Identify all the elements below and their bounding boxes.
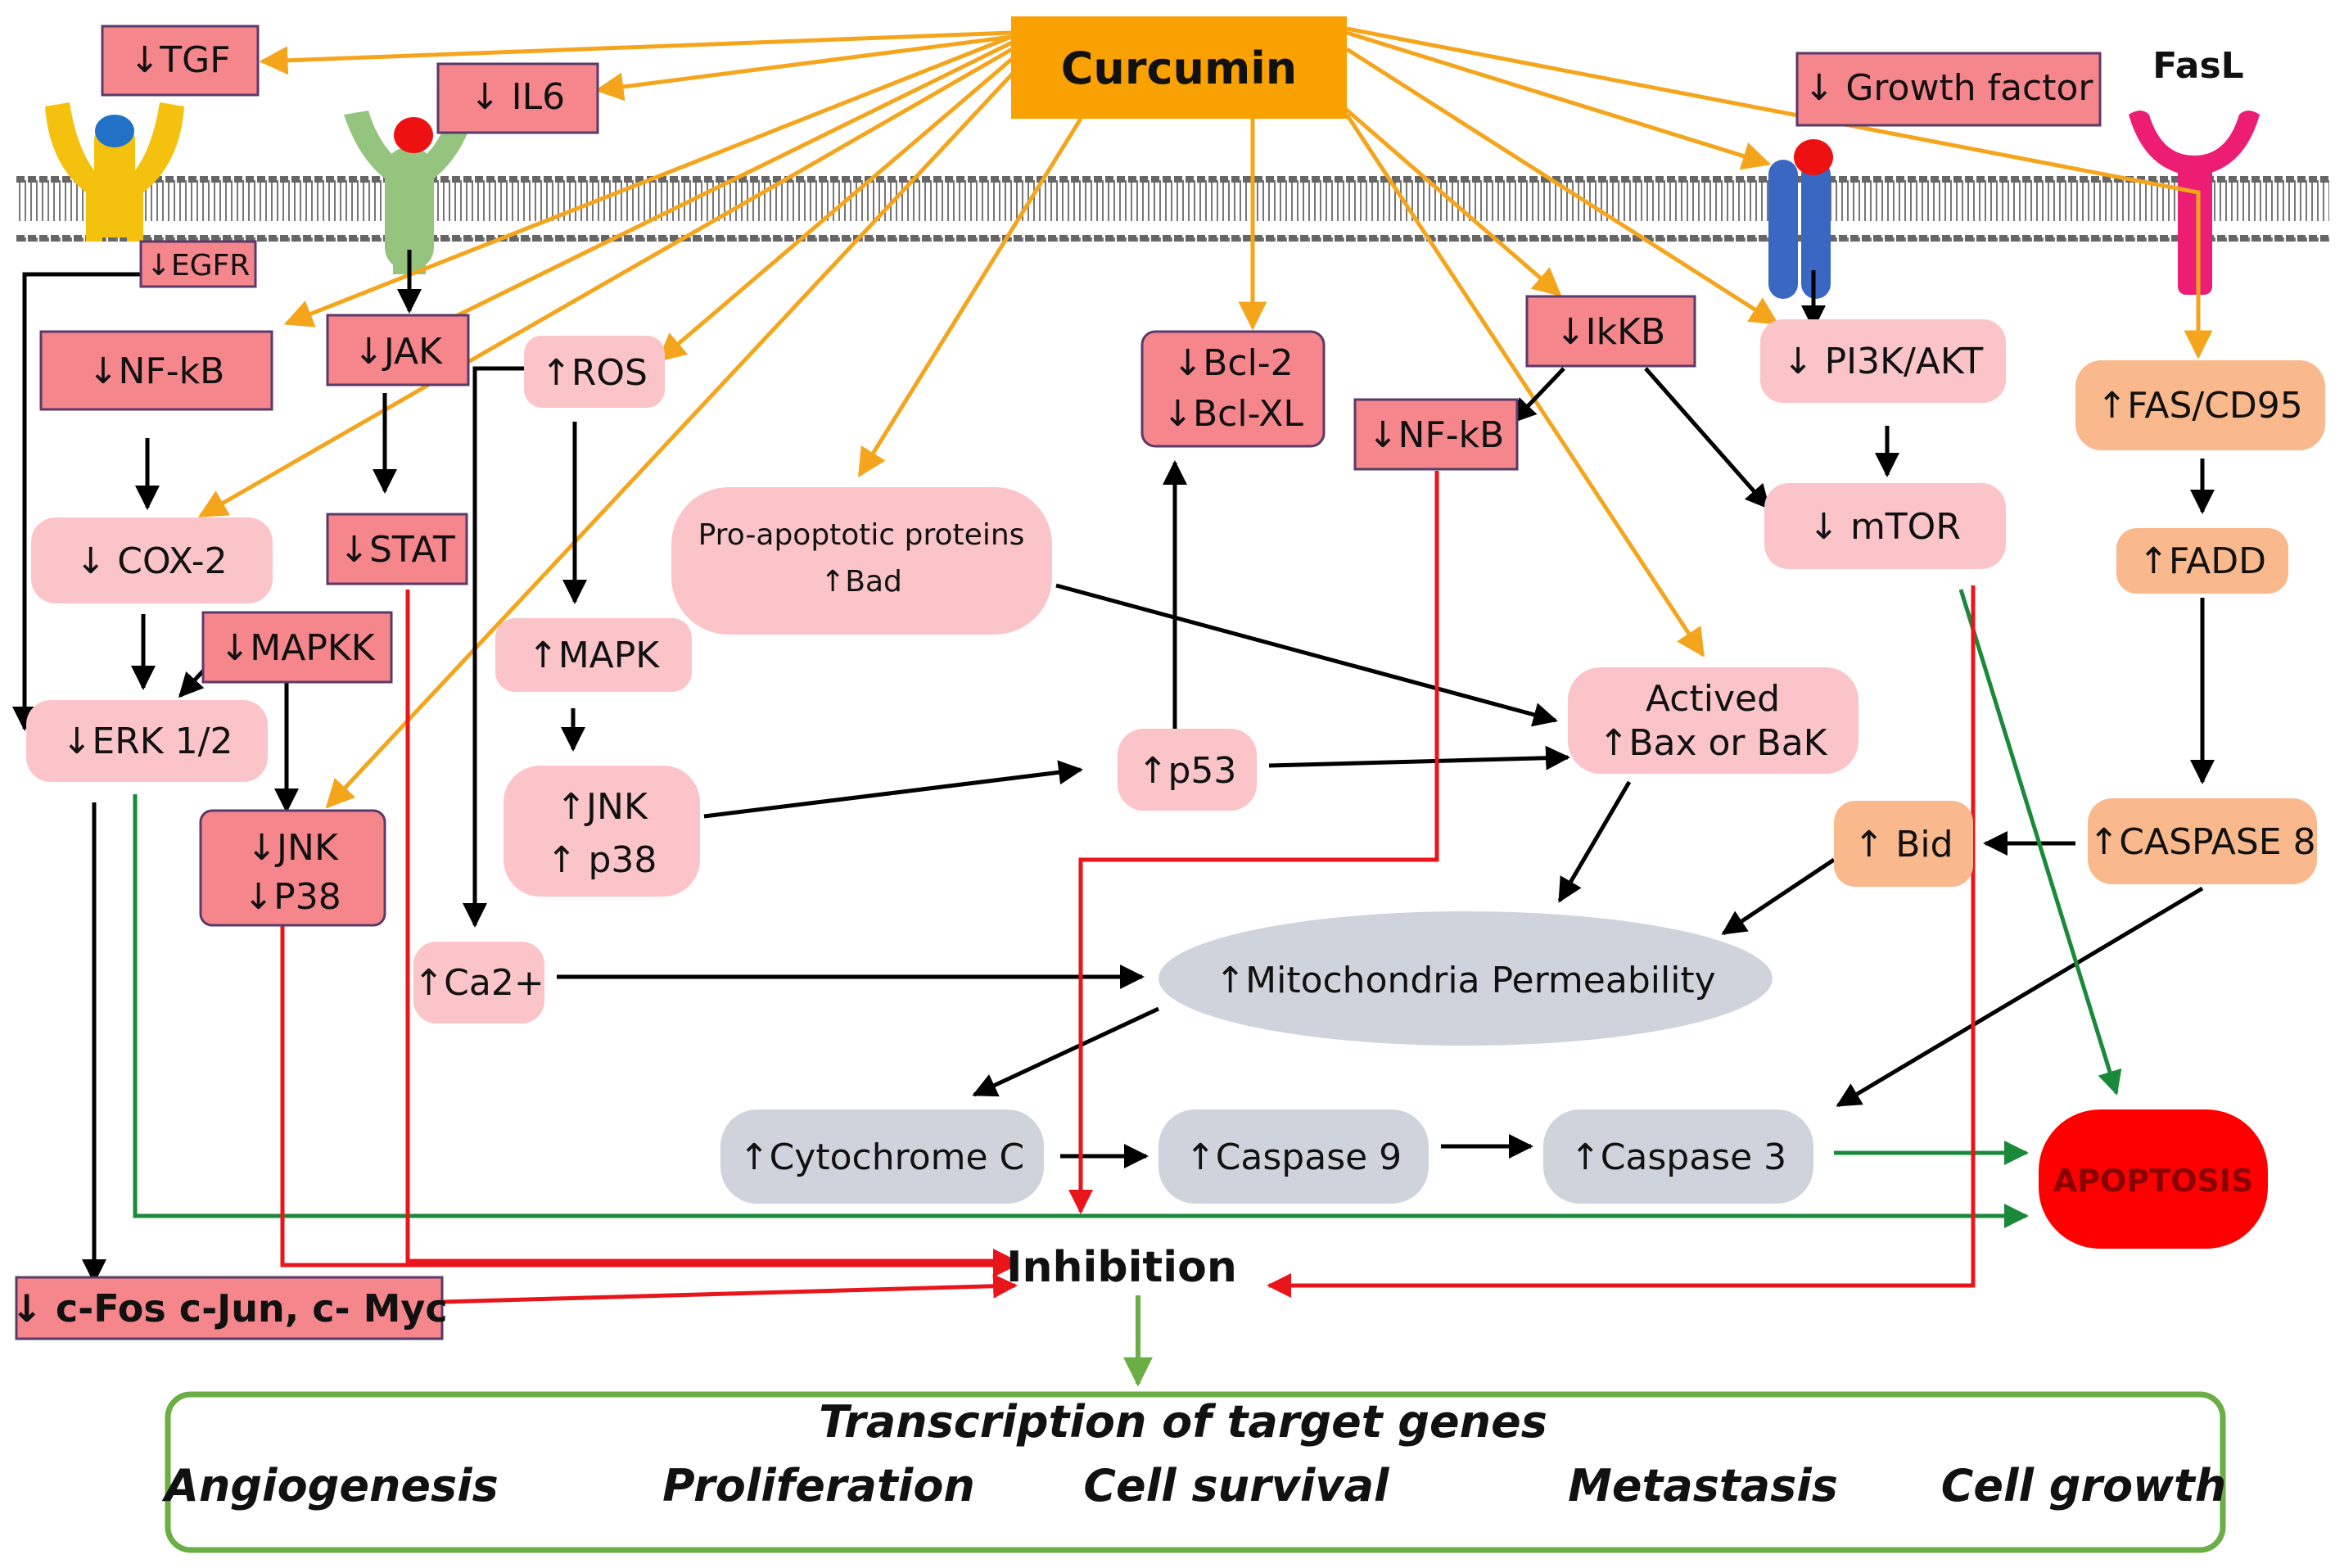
svg-text:Pro-apoptotic proteins: Pro-apoptotic proteins: [698, 518, 1025, 552]
black-arrows: [12, 250, 2215, 1284]
curcumin-node: Curcumin: [1011, 16, 1347, 119]
svg-text:↓ERK 1/2: ↓ERK 1/2: [62, 721, 233, 762]
node-p53: ↑p53: [1118, 729, 1257, 811]
svg-text:↑Mitochondria Permeability: ↑Mitochondria Permeability: [1215, 960, 1715, 1001]
red-arrows: [280, 471, 1976, 1304]
fasl-label: FasL: [2152, 45, 2243, 87]
svg-text:↑Bad: ↑Bad: [820, 565, 902, 599]
node-mapk: ↑MAPK: [495, 618, 692, 692]
svg-text:↑Caspase 3: ↑Caspase 3: [1570, 1136, 1786, 1178]
node-jak: ↓JAK: [326, 314, 470, 386]
svg-text:↑CASPASE 8: ↑CASPASE 8: [2089, 821, 2315, 863]
node-growth-factor: ↓ Growth factor: [1795, 52, 2102, 127]
svg-text:↓JNK: ↓JNK: [246, 827, 339, 869]
node-fadd: ↑FADD: [2116, 528, 2288, 594]
node-tgf: ↓TGF: [101, 25, 260, 97]
node-mitochondria: ↑Mitochondria Permeability: [1158, 911, 1773, 1046]
svg-text:↓TGF: ↓TGF: [129, 39, 230, 81]
node-caspase3: ↑Caspase 3: [1543, 1109, 1813, 1204]
svg-text:↓IkKB: ↓IkKB: [1556, 311, 1665, 353]
target-genes-title: Transcription of target genes: [819, 1396, 1547, 1448]
node-proapo: Pro-apoptotic proteins ↑Bad: [671, 487, 1052, 635]
svg-text:↓ PI3K/AKT: ↓ PI3K/AKT: [1783, 341, 1984, 382]
node-jnk-down: ↓JNK ↓P38: [199, 809, 386, 927]
target-angiogenesis: Angiogenesis: [161, 1460, 499, 1512]
node-stat: ↓STAT: [326, 513, 468, 585]
green-arrows: [133, 589, 2122, 1228]
node-pi3k: ↓ PI3K/AKT: [1760, 319, 2006, 403]
cell-membrane: [16, 176, 2329, 242]
node-bid: ↑ Bid: [1834, 801, 1973, 887]
target-metastasis: Metastasis: [1568, 1460, 1838, 1512]
node-ikkb: ↓IkKB: [1525, 295, 1696, 368]
svg-text:↓Bcl-XL: ↓Bcl-XL: [1163, 393, 1303, 435]
target-proliferation: Proliferation: [662, 1460, 975, 1512]
node-mapkk: ↓MAPKK: [201, 611, 393, 684]
node-jnk-up: ↑JNK ↑ p38: [504, 766, 700, 897]
egfr-receptor-icon: [45, 102, 184, 242]
svg-text:↑ p38: ↑ p38: [547, 839, 657, 881]
node-cfos: ↓ c-Fos c-Jun, c- Myc: [11, 1276, 448, 1340]
svg-text:↓ COX-2: ↓ COX-2: [75, 540, 227, 582]
node-ca2: ↑Ca2+: [413, 942, 544, 1023]
svg-text:↓ IL6: ↓ IL6: [470, 76, 565, 118]
svg-text:↑ Bid: ↑ Bid: [1854, 824, 1953, 865]
svg-text:↓P38: ↓P38: [243, 876, 341, 918]
svg-text:↓MAPKK: ↓MAPKK: [219, 627, 375, 669]
svg-text:↑Caspase 9: ↑Caspase 9: [1186, 1136, 1402, 1178]
node-ros: ↑ROS: [524, 336, 665, 408]
node-apoptosis: APOPTOSIS: [2039, 1109, 2268, 1249]
svg-text:↓NF-kB: ↓NF-kB: [88, 350, 225, 392]
node-fas: ↑FAS/CD95: [2075, 360, 2325, 450]
il6-receptor-icon: [344, 111, 475, 274]
svg-text:↑Bax or BaK: ↑Bax or BaK: [1598, 722, 1827, 764]
svg-text:↓ mTOR: ↓ mTOR: [1809, 506, 1961, 548]
svg-text:↑JNK: ↑JNK: [556, 786, 648, 828]
node-erk: ↓ERK 1/2: [26, 700, 268, 782]
svg-text:↓ c-Fos c-Jun, c- Myc: ↓ c-Fos c-Jun, c- Myc: [11, 1286, 447, 1331]
node-cytochrome-c: ↑Cytochrome C: [720, 1109, 1044, 1204]
svg-text:↓STAT: ↓STAT: [339, 529, 455, 571]
node-cox2: ↓ COX-2: [31, 517, 273, 603]
svg-text:↓Bcl-2: ↓Bcl-2: [1172, 342, 1293, 384]
gf-receptor-icon: [1768, 139, 1833, 299]
node-bcl: ↓Bcl-2 ↓Bcl-XL: [1140, 330, 1326, 448]
node-mtor: ↓ mTOR: [1764, 483, 2006, 569]
node-nfkb-mid: ↓NF-kB: [1353, 398, 1519, 471]
curcumin-arrows: [197, 26, 2213, 809]
curcumin-label: Curcumin: [1061, 43, 1297, 94]
svg-text:↑p53: ↑p53: [1138, 750, 1237, 792]
svg-text:↑FAS/CD95: ↑FAS/CD95: [2097, 385, 2303, 427]
inhibition-label: Inhibition: [1006, 1243, 1237, 1292]
svg-text:↓NF-kB: ↓NF-kB: [1368, 414, 1505, 456]
svg-text:↑Ca2+: ↑Ca2+: [413, 962, 544, 1004]
svg-text:APOPTOSIS: APOPTOSIS: [2053, 1163, 2254, 1199]
svg-text:↑ROS: ↑ROS: [541, 352, 648, 394]
node-nfkb-left: ↓NF-kB: [39, 330, 273, 411]
target-cell-survival: Cell survival: [1083, 1460, 1390, 1512]
svg-text:↑MAPK: ↑MAPK: [528, 635, 660, 676]
svg-text:↑Cytochrome C: ↑Cytochrome C: [739, 1136, 1025, 1178]
svg-text:↓ Growth factor: ↓ Growth factor: [1804, 67, 2093, 109]
svg-text:↑FADD: ↑FADD: [2139, 540, 2266, 582]
svg-text:↓EGFR: ↓EGFR: [147, 249, 251, 282]
svg-text:↓JAK: ↓JAK: [354, 331, 443, 373]
node-caspase8: ↑CASPASE 8: [2088, 798, 2317, 884]
node-caspase9: ↑Caspase 9: [1158, 1109, 1429, 1204]
node-il6: ↓ IL6: [436, 62, 599, 134]
node-egfr: ↓EGFR: [139, 240, 257, 288]
svg-text:Actived: Actived: [1646, 678, 1780, 720]
node-bax: Actived ↑Bax or BaK: [1568, 667, 1858, 774]
target-cell-growth: Cell growth: [1941, 1460, 2227, 1512]
target-genes-box: Transcription of target genes Angiogenes…: [161, 1391, 2227, 1553]
